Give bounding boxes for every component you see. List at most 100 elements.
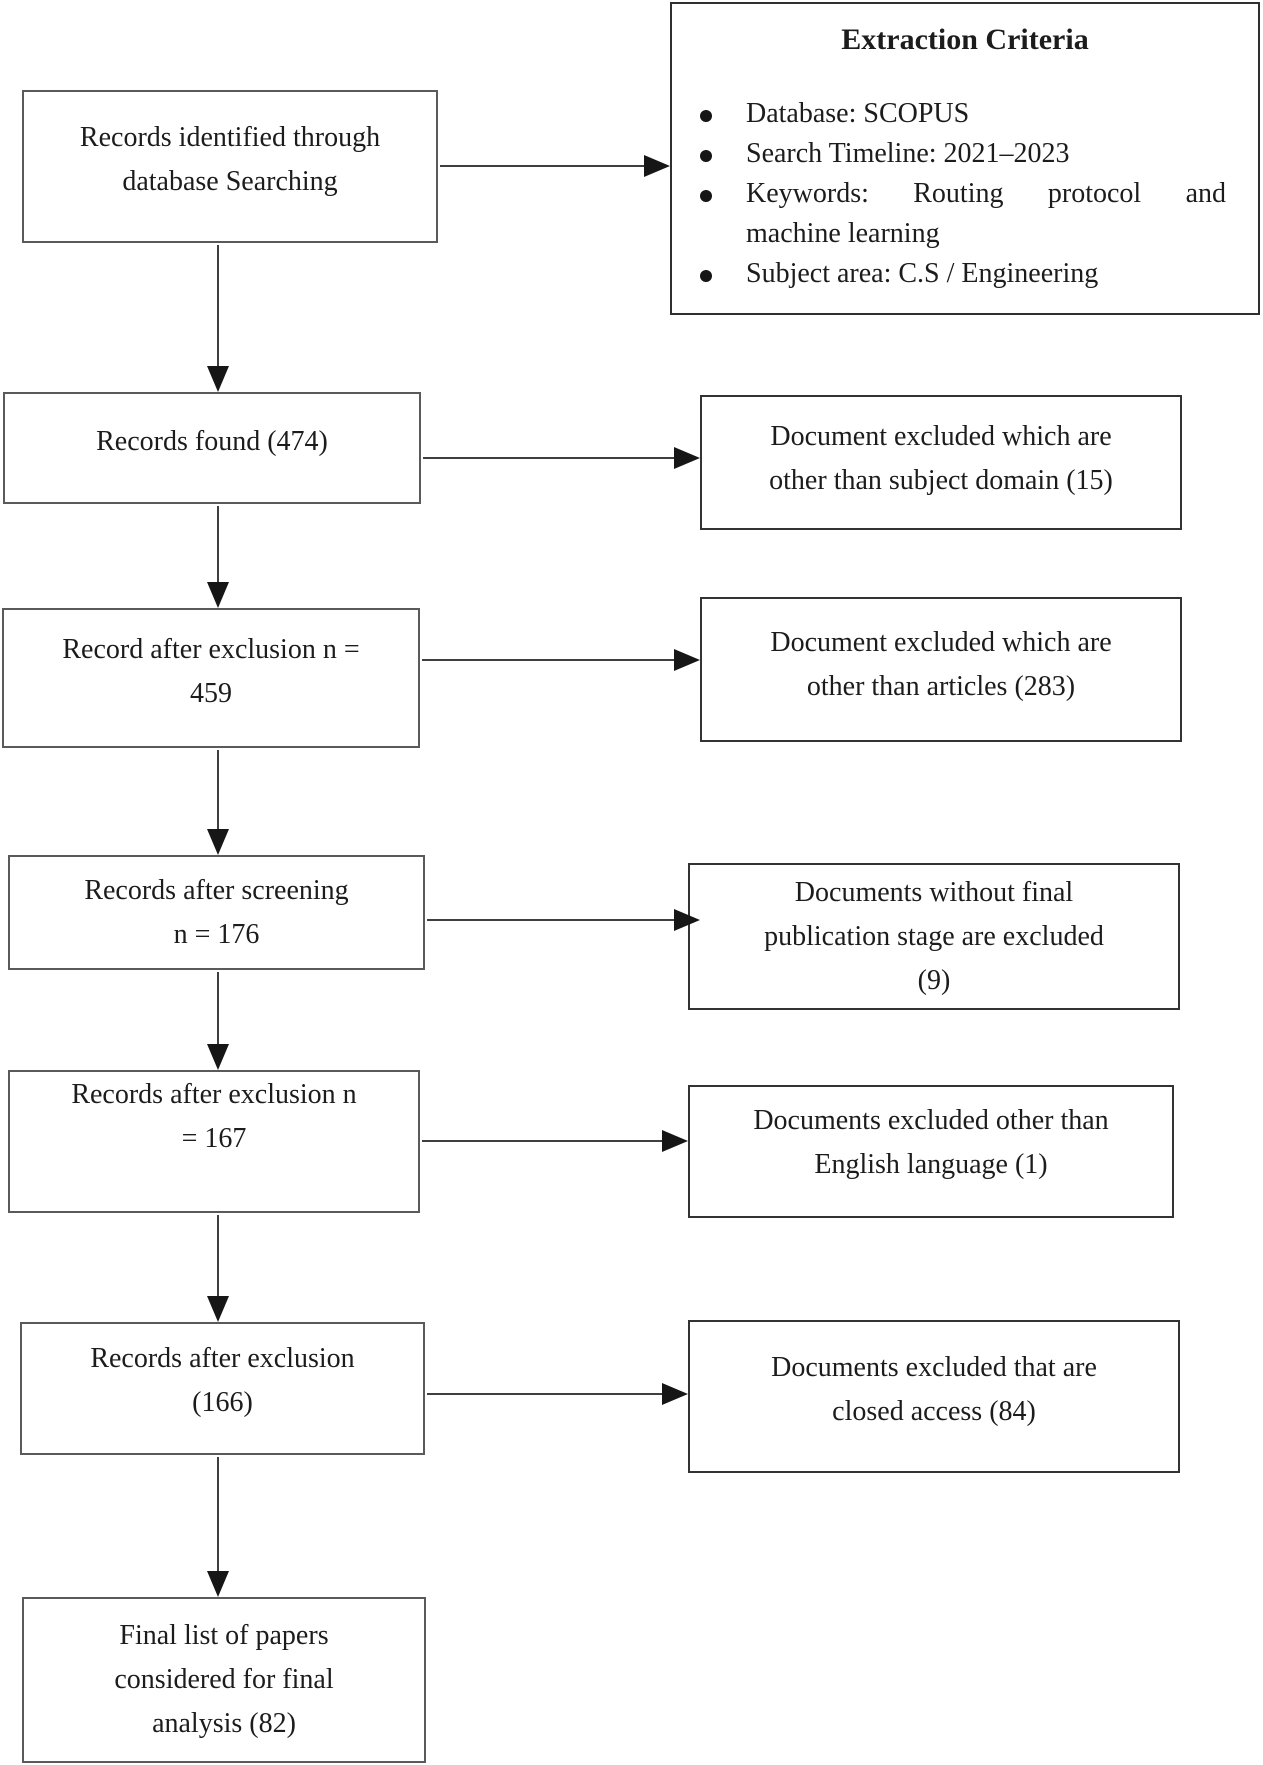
box-record-after-exclusion-459-text: Record after exclusion n = 459: [4, 628, 418, 728]
box-records-after-exclusion-167-text: Records after exclusion n = 167: [10, 1073, 418, 1211]
arrowhead-down-icon: [207, 1571, 229, 1597]
extraction-criteria-title: Extraction Criteria: [841, 23, 1089, 56]
box-records-found: Records found (474): [3, 392, 421, 504]
text-line: Records after exclusion n: [71, 1078, 357, 1110]
bullet-dot-icon: [700, 270, 712, 282]
box-excluded-language-1-text: Documents excluded other than English la…: [690, 1099, 1172, 1205]
arrow-stem: [217, 1215, 219, 1298]
box-excluded-language-1: Documents excluded other than English la…: [688, 1085, 1174, 1218]
bullet-item-search-timeline: Search Timeline: 2021–2023: [672, 134, 1258, 174]
bullet-item-subject-area: Subject area: C.S / Engineering: [672, 254, 1258, 294]
arrow-459-to-screening-176: [207, 750, 229, 855]
arrow-stem: [217, 972, 219, 1046]
arrow-stem: [422, 1140, 664, 1142]
arrow-stem: [217, 750, 219, 831]
text-line: Record after exclusion n =: [62, 634, 360, 665]
text-line: considered for final: [114, 1664, 334, 1695]
arrow-found-to-459: [207, 506, 229, 608]
bullet-text: Subject area: C.S / Engineering: [746, 258, 1099, 289]
text-line: database Searching: [122, 165, 338, 197]
bullet-dot-icon: [700, 110, 712, 122]
arrowhead-right-icon: [674, 649, 700, 671]
arrow-176-to-167: [207, 972, 229, 1070]
arrowhead-down-icon: [207, 582, 229, 608]
box-excluded-publication-stage-9-text: Documents without final publication stag…: [690, 871, 1178, 1003]
box-records-identified: Records identified through database Sear…: [22, 90, 438, 243]
arrow-stem: [427, 919, 676, 921]
text-line: Final list of papers: [119, 1620, 329, 1651]
text-line: English language (1): [814, 1148, 1048, 1180]
arrowhead-down-icon: [207, 1044, 229, 1070]
arrow-176-to-excluded-publication-stage: [427, 909, 700, 931]
bullet-text: Database: SCOPUS: [746, 98, 970, 129]
bullet-item-keywords: Keywords: Routing protocol and machine l…: [672, 174, 1258, 254]
text-line: Documents excluded that are: [771, 1351, 1097, 1383]
box-excluded-closed-access-84-text: Documents excluded that are closed acces…: [690, 1346, 1178, 1448]
arrow-459-to-excluded-non-articles: [422, 649, 700, 671]
text-line: publication stage are excluded: [764, 920, 1104, 952]
box-excluded-closed-access-84: Documents excluded that are closed acces…: [688, 1320, 1180, 1473]
extraction-criteria-bullet-list: Database: SCOPUS Search Timeline: 2021–2…: [672, 94, 1258, 294]
arrowhead-right-icon: [662, 1383, 688, 1405]
text-line: closed access (84): [832, 1395, 1036, 1427]
arrow-167-to-166: [207, 1215, 229, 1322]
box-record-after-exclusion-459: Record after exclusion n = 459: [2, 608, 420, 748]
text-line: = 167: [181, 1122, 247, 1154]
arrow-166-to-final-list: [207, 1457, 229, 1597]
box-records-after-exclusion-167: Records after exclusion n = 167: [8, 1070, 420, 1213]
text-line: Documents without final: [794, 876, 1074, 908]
arrow-identified-to-extraction-criteria: [440, 155, 670, 177]
box-records-found-text: Records found (474): [5, 420, 419, 476]
arrowhead-right-icon: [644, 155, 670, 177]
box-excluded-subject-domain-15-text: Document excluded which are other than s…: [702, 415, 1180, 511]
text-line: (166): [192, 1386, 253, 1418]
text-line: Document excluded which are: [770, 420, 1112, 452]
box-records-after-screening-176: Records after screening n = 176: [8, 855, 425, 970]
text-line: other than subject domain (15): [769, 464, 1113, 496]
text-line: analysis (82): [152, 1708, 296, 1739]
text-line: Document excluded which are: [770, 626, 1112, 658]
text-line: Records after exclusion: [90, 1342, 355, 1374]
text-line: Records found (474): [96, 426, 328, 457]
arrow-stem: [440, 165, 646, 167]
box-records-after-exclusion-166-text: Records after exclusion (166): [22, 1337, 423, 1441]
text-line: 459: [190, 678, 232, 709]
bullet-text: machine learning: [746, 218, 940, 249]
box-final-list-82: Final list of papers considered for fina…: [22, 1597, 426, 1763]
arrow-identified-to-found: [207, 245, 229, 392]
box-records-after-screening-176-text: Records after screening n = 176: [10, 869, 423, 957]
arrow-stem: [217, 1457, 219, 1573]
text-line: other than articles (283): [806, 670, 1076, 702]
bullet-text: Keywords: Routing protocol and: [746, 178, 1226, 209]
arrow-stem: [423, 457, 676, 459]
arrowhead-down-icon: [207, 829, 229, 855]
box-records-after-exclusion-166: Records after exclusion (166): [20, 1322, 425, 1455]
arrow-166-to-excluded-closed-access: [427, 1383, 688, 1405]
arrow-stem: [217, 506, 219, 584]
text-line: Records after screening: [84, 874, 349, 906]
arrowhead-right-icon: [662, 1130, 688, 1152]
box-final-list-82-text: Final list of papers considered for fina…: [24, 1614, 424, 1746]
arrow-167-to-excluded-language: [422, 1130, 688, 1152]
text-line: n = 176: [173, 918, 260, 950]
box-excluded-non-articles-283-text: Document excluded which are other than a…: [702, 621, 1180, 719]
bullet-dot-icon: [700, 190, 712, 202]
box-records-identified-text: Records identified through database Sear…: [24, 116, 436, 218]
bullet-item-database: Database: SCOPUS: [672, 94, 1258, 134]
box-excluded-non-articles-283: Document excluded which are other than a…: [700, 597, 1182, 742]
arrowhead-down-icon: [207, 1296, 229, 1322]
bullet-dot-icon: [700, 150, 712, 162]
box-excluded-subject-domain-15: Document excluded which are other than s…: [700, 395, 1182, 530]
text-line: Documents excluded other than: [753, 1104, 1109, 1136]
arrowhead-right-icon: [674, 447, 700, 469]
arrowhead-right-icon: [674, 909, 700, 931]
box-extraction-criteria: Extraction Criteria Database: SCOPUS Sea…: [670, 2, 1260, 315]
text-line: (9): [917, 964, 951, 996]
arrow-stem: [427, 1393, 664, 1395]
arrow-found-to-excluded-subject-domain: [423, 447, 700, 469]
arrowhead-down-icon: [207, 366, 229, 392]
text-line: Records identified through: [79, 121, 381, 153]
box-excluded-publication-stage-9: Documents without final publication stag…: [688, 863, 1180, 1010]
bullet-text: Search Timeline: 2021–2023: [746, 138, 1070, 169]
